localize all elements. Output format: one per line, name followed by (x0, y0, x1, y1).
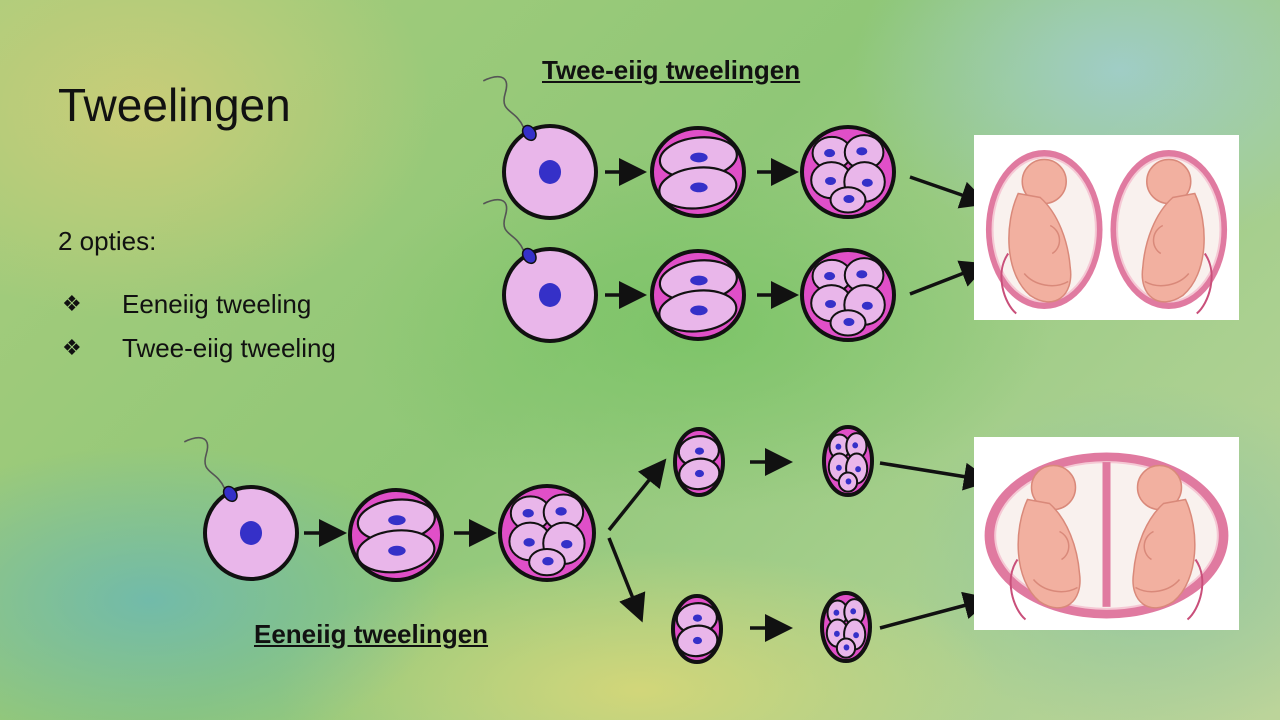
diamond-bullet-icon: ❖ (62, 335, 82, 360)
two-cell-embryo-top-b (650, 249, 746, 341)
four-cell-embryo-split-a (822, 425, 874, 497)
arrow-top-a-to-womb (909, 175, 989, 209)
diamond-bullet-icon: ❖ (62, 291, 82, 316)
arrow-split-a-to-womb (879, 461, 992, 491)
womb-shared-twins (974, 437, 1239, 630)
egg-cell-bottom (183, 436, 299, 581)
womb-separate-twins (974, 135, 1239, 320)
arrow-top-b-to-womb (909, 260, 989, 296)
two-cell-embryo-bottom (348, 488, 444, 582)
options-intro: 2 opties: (58, 226, 157, 256)
options-list: ❖ Eeneiig tweeling ❖ Twee-eiig tweeling (62, 282, 336, 370)
four-cell-embryo-split-b (820, 591, 872, 663)
option-label-eeneiig: Eeneiig tweeling (122, 288, 312, 319)
slide-title: Tweelingen (58, 79, 291, 131)
two-cell-embryo-split-a (673, 427, 725, 497)
arrow-split-b-to-womb (879, 591, 992, 630)
arrow-split-up (607, 458, 667, 532)
option-item-twee-eiig: ❖ Twee-eiig tweeling (62, 326, 336, 370)
two-cell-embryo-top-a (650, 126, 746, 218)
two-cell-embryo-split-b (671, 594, 723, 664)
egg-cell-top-b (482, 198, 598, 343)
heading-eeneiig: Eeneiig tweelingen (254, 619, 489, 649)
arrow-split-down (607, 537, 646, 623)
four-cell-embryo-top-a (800, 125, 896, 219)
egg-cell-top-a (482, 75, 598, 220)
four-cell-embryo-top-b (800, 248, 896, 342)
option-item-eeneiig: ❖ Eeneiig tweeling (62, 282, 336, 326)
four-cell-embryo-bottom (498, 484, 596, 582)
option-label-twee-eiig: Twee-eiig tweeling (122, 332, 336, 363)
heading-twee-eiig: Twee-eiig tweelingen (542, 55, 801, 85)
